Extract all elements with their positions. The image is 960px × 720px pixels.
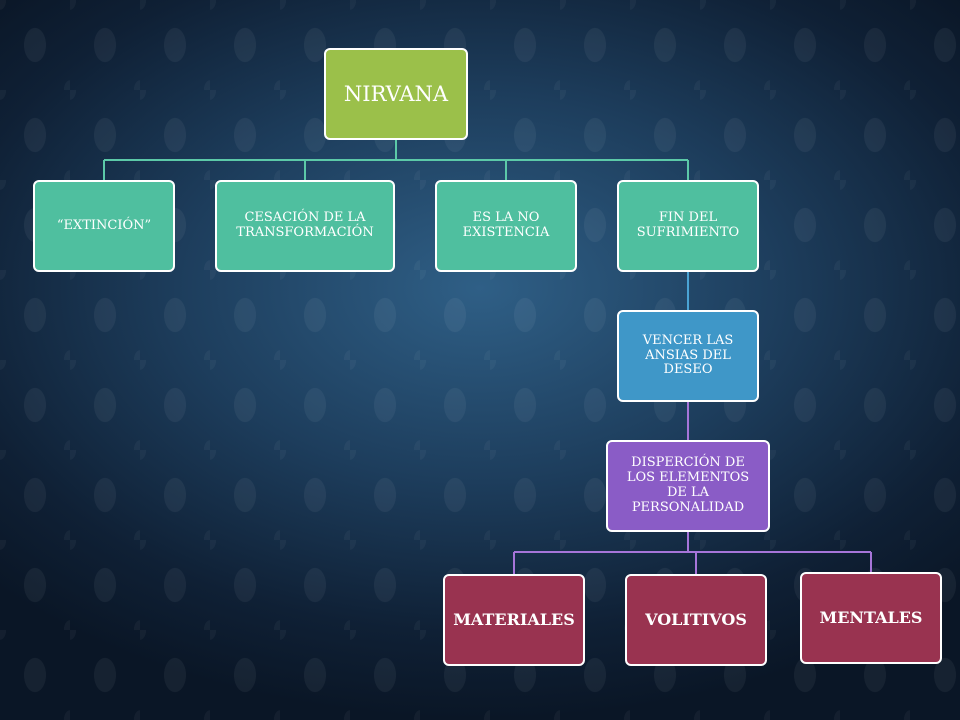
node-no-existencia: ES LA NO EXISTENCIA [435,180,577,272]
node-materiales: MATERIALES [443,574,585,666]
node-nirvana: NIRVANA [324,48,468,140]
node-fin-sufrimiento: FIN DEL SUFRIMIENTO [617,180,759,272]
node-cesacion: CESACIÓN DE LA TRANSFORMACIÓN [215,180,395,272]
node-mentales: MENTALES [800,572,942,664]
node-vencer-deseo: VENCER LAS ANSIAS DEL DESEO [617,310,759,402]
node-extincion: “EXTINCIÓN” [33,180,175,272]
node-dispercion: DISPERCIÓN DE LOS ELEMENTOS DE LA PERSON… [606,440,770,532]
node-volitivos: VOLITIVOS [625,574,767,666]
connector-root-children [103,140,689,180]
connector-dispercion-children [513,532,872,574]
